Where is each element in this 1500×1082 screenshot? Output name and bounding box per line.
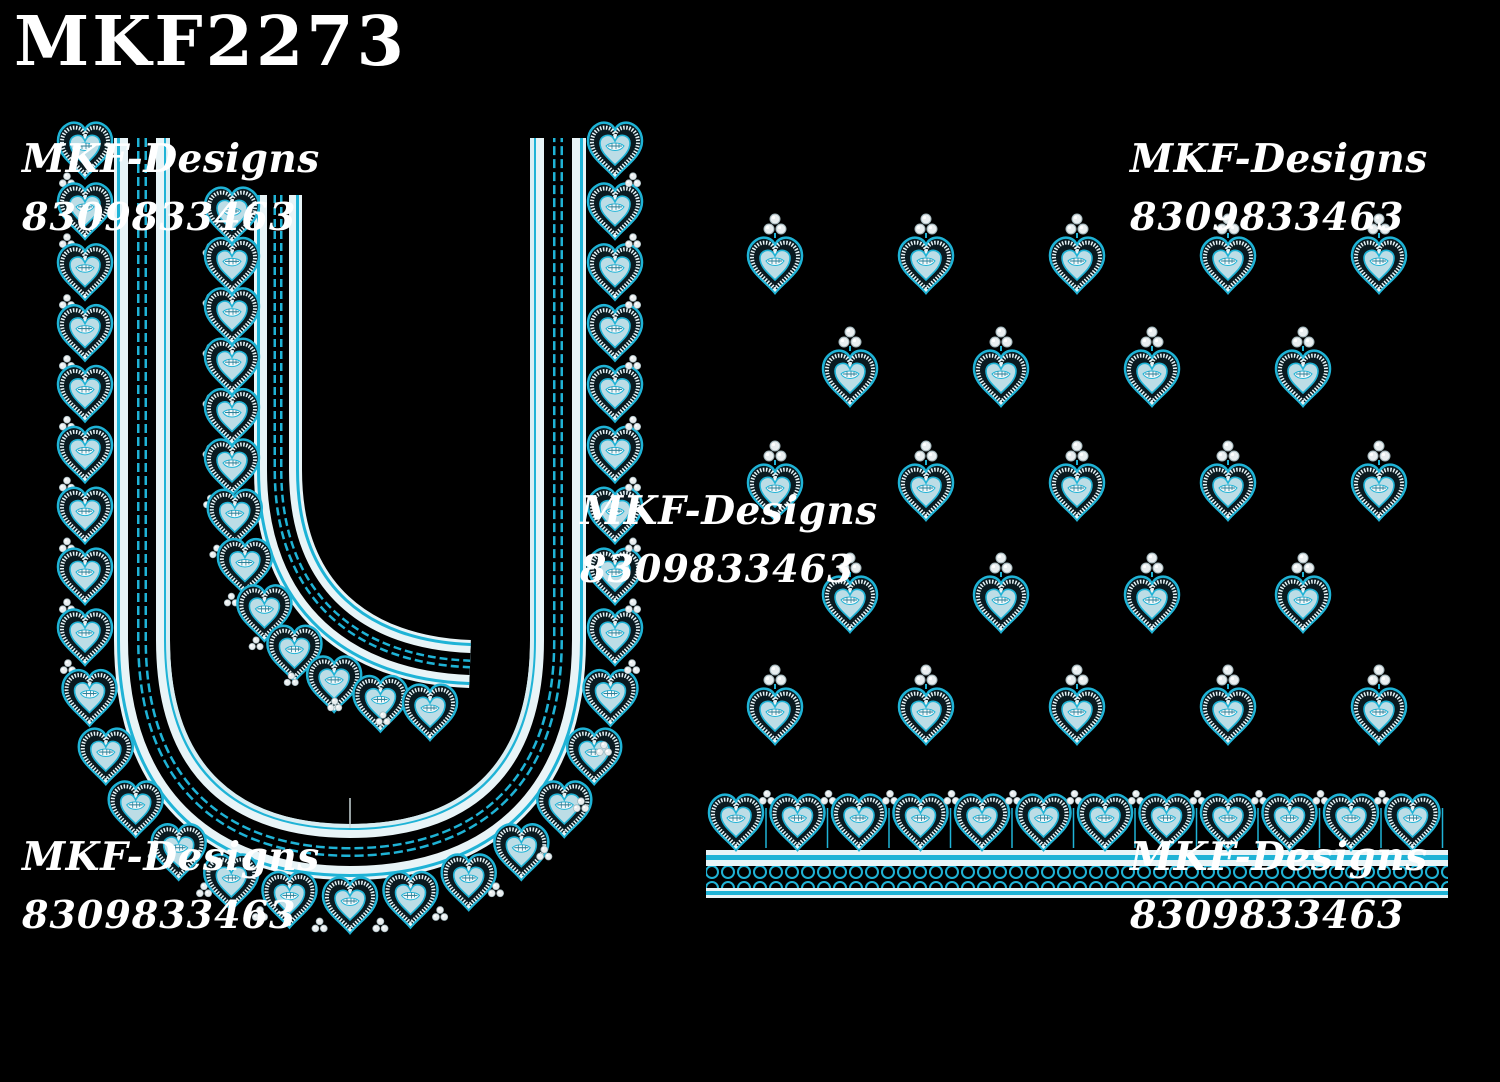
butta-motif [1050, 214, 1104, 293]
leaf-motif [830, 792, 888, 852]
leaf-motif [203, 336, 261, 397]
pearl-cluster [432, 906, 449, 921]
leaf-motif [586, 607, 644, 667]
leaf-motif [586, 424, 644, 485]
leaf-motif [565, 726, 624, 787]
butta-motif [1352, 441, 1406, 520]
butta-motif [748, 665, 802, 744]
leaf-motif [205, 487, 264, 548]
watermark-phone: 8309833463 [22, 194, 297, 239]
butta-motif [899, 441, 953, 520]
watermark-phone: 8309833463 [580, 546, 855, 591]
leaf-motif [953, 792, 1011, 852]
leaf-motif [56, 424, 115, 485]
leaf-motif [1076, 792, 1134, 852]
watermark: MKF-Designs 8309833463 [22, 838, 320, 934]
leaf-motif [581, 668, 640, 728]
leaf-motif [586, 242, 644, 302]
leaf-motif [203, 236, 261, 296]
back-neck-border [56, 120, 644, 935]
leaf-motif [56, 303, 115, 363]
watermark-brand: MKF-Designs [22, 834, 320, 880]
leaf-motif [106, 779, 165, 839]
leaf-motif [707, 792, 765, 852]
watermark: MKF-Designs 8309833463 [1130, 838, 1428, 934]
butta-motif [1276, 327, 1330, 406]
leaf-motif [381, 870, 440, 930]
leaf-motif [586, 120, 644, 180]
watermark: MKF-Designs 8309833463 [22, 140, 320, 236]
butta-motif [1050, 441, 1104, 520]
leaf-motif [60, 668, 119, 728]
leaf-motif [439, 852, 498, 912]
design-code: MKF2273 [14, 2, 407, 82]
sleeve-border [706, 789, 1448, 898]
butta-motif [974, 553, 1028, 632]
leaf-motif [203, 286, 261, 346]
watermark-phone: 8309833463 [1130, 892, 1405, 937]
leaf-motif [891, 792, 950, 852]
leaf-motif [586, 364, 644, 424]
butta-motif [823, 327, 877, 406]
leaf-motif [768, 792, 827, 852]
leaf-motif [76, 726, 135, 787]
butta-motif [1276, 553, 1330, 632]
front-neck-border [202, 185, 472, 742]
leaf-motif [56, 364, 115, 424]
leaf-motif [492, 822, 551, 882]
leaf-motif [56, 546, 114, 607]
watermark-brand: MKF-Designs [580, 488, 878, 534]
butta-motif [899, 214, 953, 293]
butta-motif [899, 665, 953, 744]
leaf-motif [321, 875, 379, 935]
leaf-motif [56, 607, 114, 667]
leaf-motif [586, 303, 644, 363]
butta-motif [1201, 441, 1255, 520]
leaf-motif [56, 485, 115, 546]
pearl-cluster [372, 917, 389, 933]
watermark: MKF-Designs 8309833463 [580, 492, 878, 588]
butta-motif [748, 214, 802, 293]
butta-motif [974, 327, 1028, 406]
butta-motif [1201, 665, 1255, 744]
leaf-motif [401, 682, 459, 742]
butta-motif [1125, 553, 1179, 632]
leaf-motif [203, 437, 261, 497]
leaf-motif [586, 181, 644, 241]
watermark-phone: 8309833463 [22, 892, 297, 937]
butta-motif [1125, 327, 1179, 406]
leaf-motif [203, 387, 261, 447]
pearl-cluster [623, 659, 641, 674]
watermark-brand: MKF-Designs [1130, 834, 1428, 880]
watermark-phone: 8309833463 [1130, 194, 1405, 239]
butta-grid [748, 214, 1406, 744]
watermark-brand: MKF-Designs [1130, 136, 1428, 182]
leaf-motif [56, 242, 115, 302]
butta-motif [1050, 665, 1104, 744]
butta-motif [1352, 665, 1406, 744]
leaf-motif [1014, 792, 1073, 852]
leaf-motif [215, 537, 274, 597]
watermark-brand: MKF-Designs [22, 136, 320, 182]
watermark: MKF-Designs 8309833463 [1130, 140, 1428, 236]
